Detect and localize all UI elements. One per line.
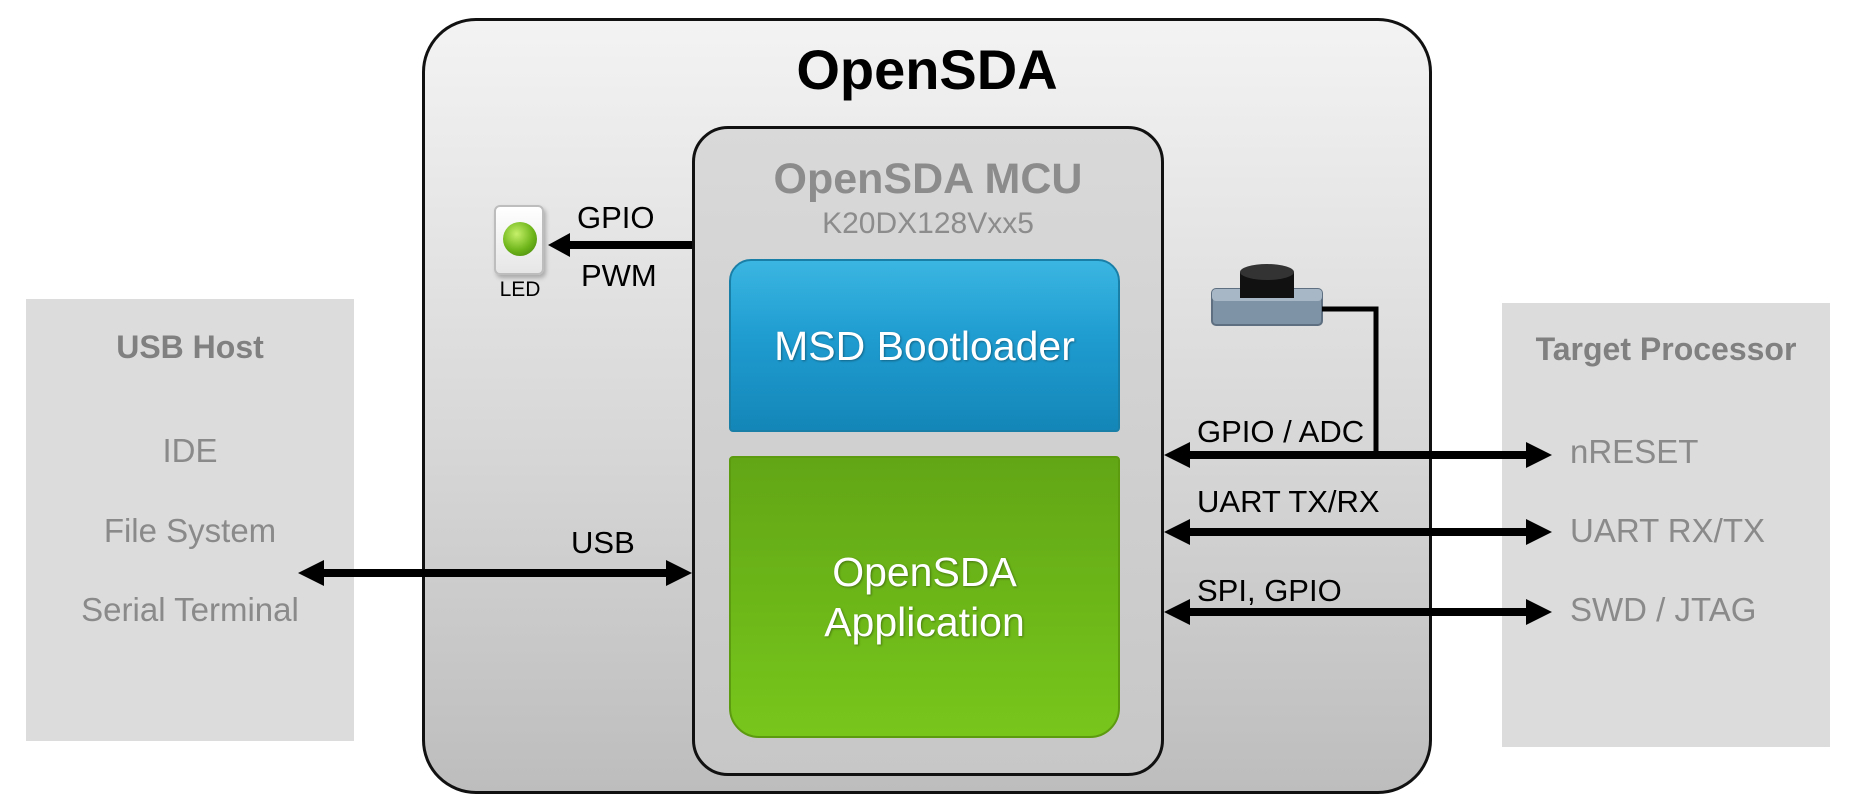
opensda-application-block: OpenSDA Application xyxy=(729,456,1120,738)
led-icon xyxy=(494,205,544,275)
usb-arrow xyxy=(298,560,692,586)
uart-arrow xyxy=(1164,519,1552,545)
pwm-label: PWM xyxy=(581,258,657,293)
application-label-line2: Application xyxy=(824,599,1025,645)
spi-gpio-label: SPI, GPIO xyxy=(1197,573,1342,608)
opensda-title: OpenSDA xyxy=(796,38,1058,101)
msd-bootloader-block: MSD Bootloader xyxy=(729,259,1120,432)
mcu-subtitle: K20DX128Vxx5 xyxy=(822,207,1034,240)
gpio-label: GPIO xyxy=(577,200,655,235)
target-item-nreset: nRESET xyxy=(1570,433,1699,470)
application-label-line1: OpenSDA xyxy=(832,549,1017,595)
reset-button-icon xyxy=(1211,264,1323,326)
gpio-adc-label: GPIO / ADC xyxy=(1197,414,1365,449)
target-processor-panel: Target Processor xyxy=(1502,303,1830,747)
usb-host-item-file-system: File System xyxy=(103,512,277,549)
led-label: LED xyxy=(499,278,541,301)
msd-bootloader-label: MSD Bootloader xyxy=(774,322,1075,369)
led-arrow xyxy=(548,233,692,257)
led-dome xyxy=(503,222,537,256)
usb-host-panel: USB Host IDE File System Serial Terminal xyxy=(26,299,354,741)
gpio-adc-arrow xyxy=(1164,442,1552,468)
reset-button-wire xyxy=(1322,306,1379,455)
target-item-swd-jtag: SWD / JTAG xyxy=(1570,591,1757,628)
uart-tx-rx-label: UART TX/RX xyxy=(1197,484,1380,519)
opensda-application-label: OpenSDA Application xyxy=(824,547,1025,647)
mcu-title: OpenSDA MCU xyxy=(773,155,1083,203)
spi-gpio-arrow xyxy=(1164,599,1552,625)
usb-host-item-ide: IDE xyxy=(162,432,218,469)
target-processor-title: Target Processor xyxy=(1535,331,1797,367)
usb-host-item-serial-terminal: Serial Terminal xyxy=(81,591,299,628)
target-item-uart-rx-tx: UART RX/TX xyxy=(1570,512,1765,549)
usb-host-title: USB Host xyxy=(116,329,264,365)
usb-label: USB xyxy=(571,525,635,560)
